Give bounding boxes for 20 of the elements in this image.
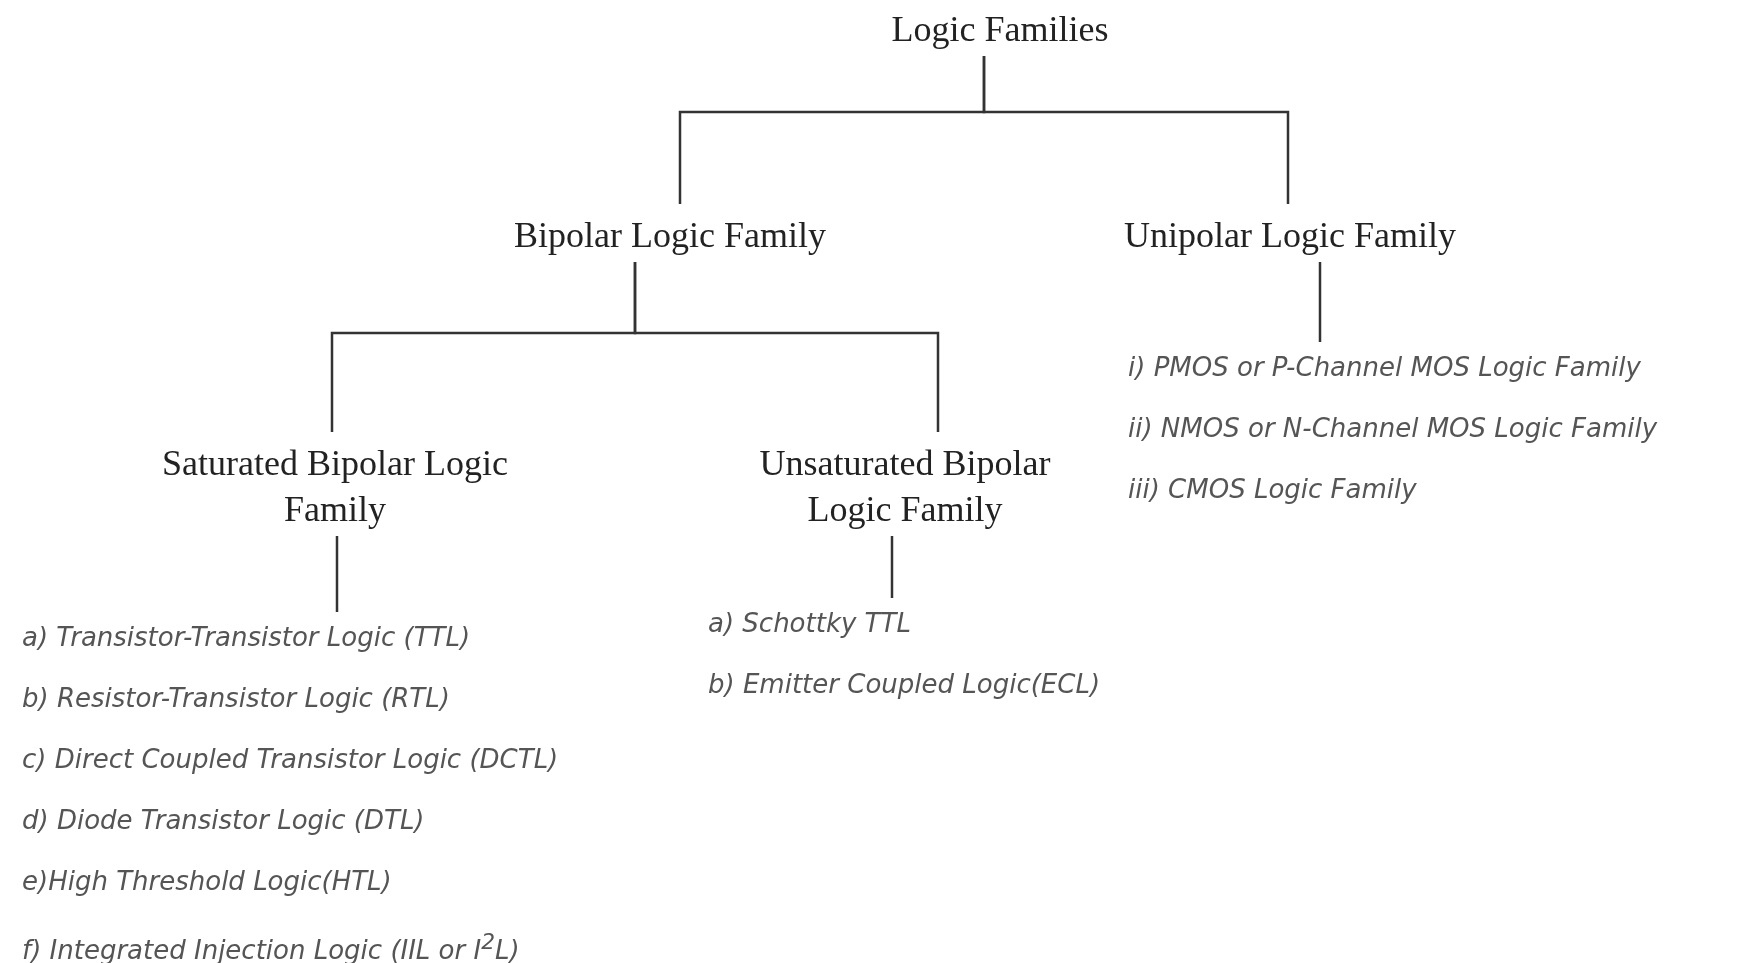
list-item: e)High Threshold Logic(HTL) <box>22 865 393 898</box>
tree-connector <box>633 262 940 432</box>
category-label: Saturated Bipolar Logic Family <box>150 440 520 532</box>
category-label: Logic Families <box>850 6 1150 52</box>
list-item: a) Schottky TTL <box>708 607 912 640</box>
category-label: Bipolar Logic Family <box>470 212 870 258</box>
list-item: i) PMOS or P-Channel MOS Logic Family <box>1128 351 1642 384</box>
tree-connector <box>335 536 339 612</box>
list-item: d) Diode Transistor Logic (DTL) <box>22 804 426 837</box>
list-item: b) Resistor-Transistor Logic (RTL) <box>22 682 451 715</box>
list-item: c) Direct Coupled Transistor Logic (DCTL) <box>22 743 559 776</box>
list-item: b) Emitter Coupled Logic(ECL) <box>708 668 1101 701</box>
tree-connector <box>890 536 894 598</box>
tree-connector <box>1318 262 1322 342</box>
tree-connector <box>982 56 1290 204</box>
list-item: a) Transistor-Transistor Logic (TTL) <box>22 621 472 654</box>
list-item: ii) NMOS or N-Channel MOS Logic Family <box>1128 412 1658 445</box>
category-label: Unipolar Logic Family <box>1080 212 1500 258</box>
list-item: iii) CMOS Logic Family <box>1128 473 1418 506</box>
category-label: Unsaturated Bipolar Logic Family <box>720 440 1090 532</box>
